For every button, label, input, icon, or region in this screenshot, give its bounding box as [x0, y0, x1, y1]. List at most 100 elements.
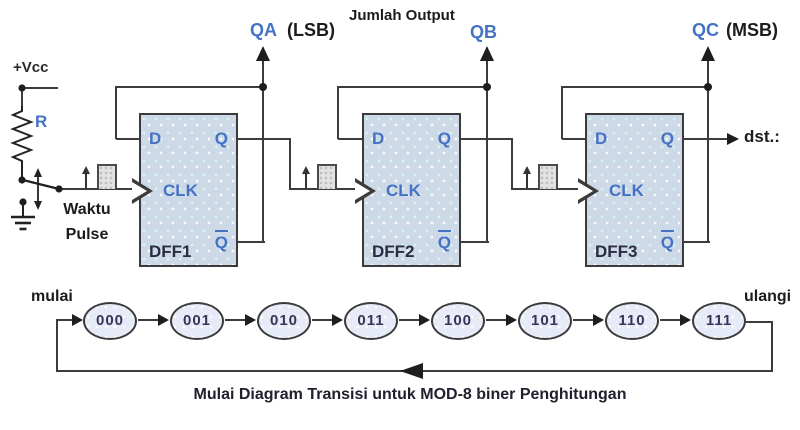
loop-wire: [771, 321, 773, 372]
qb-label: QB: [470, 22, 497, 42]
pin-label-qbar: Q: [437, 230, 451, 251]
pin-label-clk: CLK: [386, 181, 421, 200]
junction-dot: [19, 198, 27, 206]
wire: [684, 138, 729, 140]
wire: [59, 188, 141, 190]
pulse-up-arrow-icon: [82, 166, 90, 174]
transition-arrowhead: [158, 314, 169, 326]
qc-output-line: [707, 58, 709, 243]
pin-label-q: Q: [660, 129, 674, 148]
pin-label-q: Q: [214, 129, 228, 148]
start-arrowhead: [72, 314, 83, 326]
qa-output-line: [262, 58, 264, 243]
wire: [338, 138, 364, 140]
transition-arrowhead: [680, 314, 691, 326]
resistor-label: R: [35, 112, 48, 131]
wire: [461, 241, 489, 243]
qc-arrowhead: [701, 46, 715, 61]
transition-arrowhead: [419, 314, 430, 326]
repeat-label: ulangi: [744, 288, 792, 305]
toggle-arrow-icon: [34, 201, 42, 210]
clock-pulse-icon: [317, 164, 337, 189]
clock-pulse-icon: [538, 164, 558, 189]
junction-dot: [259, 83, 267, 91]
wire: [116, 86, 265, 88]
transition-arrowhead: [506, 314, 517, 326]
waktu-pulse-label: Pulse: [65, 226, 109, 243]
wire: [115, 86, 117, 139]
transition-wire: [399, 319, 419, 321]
state-bubble: 100: [431, 302, 485, 340]
qc-label: QC: [692, 20, 719, 40]
flipflop-dff3: D Q CLK Q DFF3: [578, 113, 684, 267]
transition-arrowhead: [245, 314, 256, 326]
pin-label-qbar: Q: [660, 230, 674, 251]
junction-dot: [18, 176, 26, 184]
wire: [561, 86, 563, 139]
toggle-arrow-icon: [34, 168, 42, 177]
transition-wire: [660, 319, 680, 321]
loop-arrowhead: [400, 363, 423, 379]
pulse-up-arrow-icon: [305, 172, 307, 188]
msb-label: (MSB): [726, 20, 778, 40]
pin-label-d: D: [149, 129, 162, 148]
dst-label: dst.:: [744, 127, 780, 146]
pin-label-clk: CLK: [163, 181, 198, 200]
transition-wire: [225, 319, 245, 321]
flipflop-dff1: D Q CLK Q DFF1: [132, 113, 238, 267]
transition-wire: [573, 319, 593, 321]
wire: [21, 87, 23, 107]
junction-dot: [704, 83, 712, 91]
pin-label-d: D: [372, 129, 385, 148]
pin-label-q: Q: [437, 129, 451, 148]
transition-arrowhead: [332, 314, 343, 326]
state-bubble: 010: [257, 302, 311, 340]
wire: [289, 188, 364, 190]
pulse-up-arrow-icon: [302, 166, 310, 174]
qa-label: QA: [250, 20, 277, 40]
clock-pulse-icon: [97, 164, 117, 189]
transition-wire: [486, 319, 506, 321]
pulse-up-arrow-icon: [85, 172, 87, 188]
flipflop-dff2: D Q CLK Q DFF2: [355, 113, 461, 267]
wire: [238, 138, 291, 140]
state-bubble: 011: [344, 302, 398, 340]
pulse-up-arrow-icon: [526, 172, 528, 188]
wire: [511, 188, 587, 190]
loop-wire: [57, 319, 74, 321]
qa-arrowhead: [256, 46, 270, 61]
wire: [337, 86, 339, 139]
flipflop-name: DFF2: [372, 242, 415, 261]
transition-wire: [312, 319, 332, 321]
wire: [562, 86, 710, 88]
resistor-symbol: [10, 106, 34, 181]
wire: [238, 241, 265, 243]
pin-label-d: D: [595, 129, 608, 148]
wire: [289, 138, 291, 190]
pin-label-clk: CLK: [609, 181, 644, 200]
vcc-label: +Vcc: [13, 59, 49, 76]
pulse-up-arrow-icon: [523, 166, 531, 174]
loop-wire: [56, 319, 58, 372]
wire: [684, 241, 710, 243]
switch-arm: [22, 178, 60, 191]
wire: [562, 138, 587, 140]
waktu-pulse-label: Waktu: [63, 201, 111, 218]
loop-wire: [746, 321, 773, 323]
state-bubble: 111: [692, 302, 746, 340]
wire: [511, 138, 513, 190]
wire: [338, 86, 489, 88]
state-bubble: 110: [605, 302, 659, 340]
state-bubble: 001: [170, 302, 224, 340]
diagram-caption: Mulai Diagram Transisi untuk MOD-8 biner…: [193, 386, 627, 403]
qb-output-line: [486, 58, 488, 243]
pin-label-qbar: Q: [214, 230, 228, 251]
flipflop-name: DFF1: [149, 242, 192, 261]
transition-wire: [138, 319, 158, 321]
jumlah-output-label: Jumlah Output: [349, 7, 455, 24]
wire: [22, 87, 58, 89]
flipflop-name: DFF3: [595, 242, 638, 261]
junction-dot: [483, 83, 491, 91]
state-bubble: 101: [518, 302, 572, 340]
